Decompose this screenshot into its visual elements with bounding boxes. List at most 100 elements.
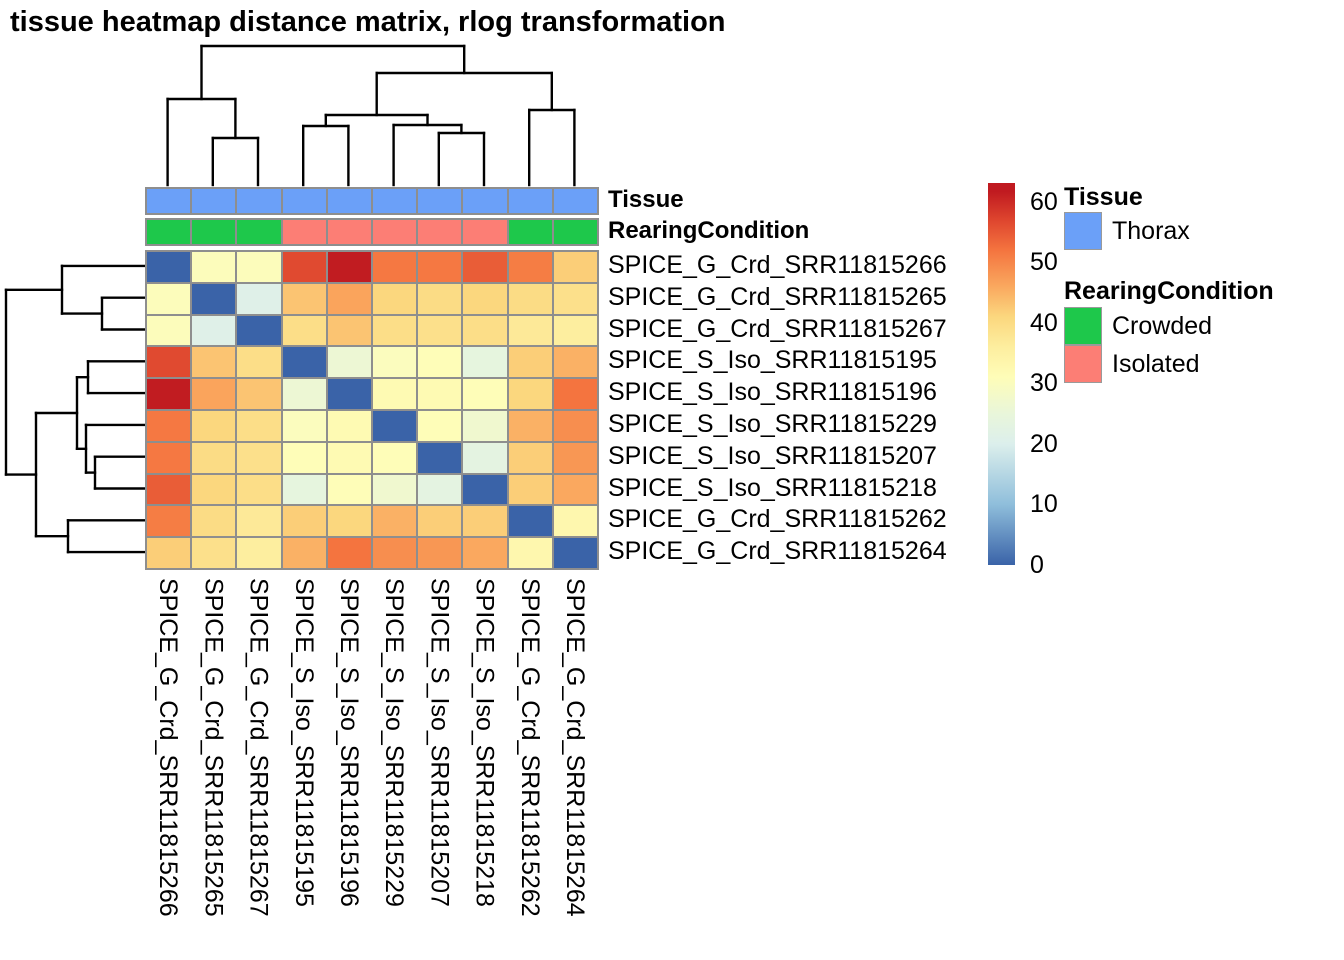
heatmap-cell — [462, 282, 508, 315]
heatmap-cell — [191, 473, 237, 506]
heatmap-cell — [281, 537, 327, 569]
rearingcondition-annotation-cell — [371, 219, 418, 245]
colorbar-tick-label: 30 — [1030, 369, 1058, 398]
heatmap-cell — [191, 346, 237, 379]
tissue-annotation-cell — [417, 188, 463, 214]
heatmap-cell — [552, 251, 598, 283]
heatmap-cell — [462, 505, 508, 538]
heatmap-cell — [552, 441, 598, 474]
heatmap-grid — [145, 250, 599, 570]
colorbar-tick-label: 10 — [1030, 490, 1058, 519]
heatmap-cell — [552, 505, 598, 538]
colorbar-tick-label: 60 — [1030, 187, 1058, 216]
legend-item-label: Isolated — [1112, 350, 1200, 378]
heatmap-cell — [462, 441, 508, 474]
heatmap-cell — [326, 537, 372, 569]
row-label: SPICE_G_Crd_SRR11815266 — [608, 251, 947, 279]
heatmap-cell — [326, 409, 372, 442]
heatmap-cell — [326, 314, 372, 347]
heatmap-cell — [236, 505, 282, 538]
heatmap-cell — [236, 314, 282, 347]
heatmap-cell — [417, 251, 463, 283]
heatmap-cell — [462, 378, 508, 410]
row-label: SPICE_S_Iso_SRR11815229 — [608, 410, 937, 438]
heatmap-cell — [191, 505, 237, 538]
heatmap-cell — [462, 251, 508, 283]
heatmap-cell — [462, 346, 508, 379]
tissue-annotation-bar — [145, 187, 599, 215]
heatmap-cell — [281, 473, 327, 506]
heatmap-cell — [281, 314, 327, 347]
heatmap-cell — [417, 441, 463, 474]
row-label: SPICE_S_Iso_SRR11815207 — [608, 441, 937, 470]
heatmap-cell — [236, 441, 282, 474]
heatmap-cell — [507, 409, 553, 442]
heatmap-cell — [191, 282, 237, 315]
legend-item-label: Crowded — [1112, 312, 1213, 340]
heatmap-cell — [191, 409, 237, 442]
heatmap-cell — [552, 537, 598, 569]
row-dendrogram — [4, 264, 147, 554]
heatmap-cell — [281, 505, 327, 538]
heatmap-cell — [507, 505, 553, 538]
column-dendrogram — [166, 44, 576, 187]
column-label: SPICE_S_Iso_SRR11815229 — [380, 578, 409, 907]
heatmap-cell — [326, 346, 372, 379]
heatmap-cell — [507, 537, 553, 569]
column-label: SPICE_S_Iso_SRR11815207 — [425, 578, 454, 907]
page-title: tissue heatmap distance matrix, rlog tra… — [10, 6, 726, 38]
heatmap-cell — [191, 314, 237, 347]
heatmap-cell — [236, 473, 282, 506]
heatmap-cell — [462, 537, 508, 569]
heatmap-cell — [146, 282, 192, 315]
heatmap-cell — [417, 346, 463, 379]
colorbar-tick-label: 50 — [1030, 248, 1058, 277]
heatmap-cell — [371, 441, 418, 474]
heatmap-cell — [236, 251, 282, 283]
rearingcondition-annotation-cell — [146, 219, 192, 245]
row-label: SPICE_G_Crd_SRR11815264 — [608, 537, 947, 566]
heatmap-cell — [281, 346, 327, 379]
heatmap-cell — [552, 473, 598, 506]
colorbar — [988, 183, 1015, 565]
legend-item-label: Thorax — [1112, 217, 1190, 245]
heatmap-cell — [371, 314, 418, 347]
heatmap-cell — [326, 441, 372, 474]
column-label: SPICE_G_Crd_SRR11815262 — [515, 578, 544, 917]
heatmap-cell — [326, 473, 372, 506]
column-label: SPICE_G_Crd_SRR11815264 — [560, 578, 589, 917]
heatmap-cell — [552, 346, 598, 379]
tissue-annotation-cell — [146, 188, 192, 214]
colorbar-tick-label: 0 — [1030, 551, 1044, 579]
column-label: SPICE_G_Crd_SRR11815266 — [154, 578, 183, 917]
rearingcondition-annotation-cell — [281, 219, 327, 245]
heatmap-cell — [236, 537, 282, 569]
heatmap-cell — [281, 441, 327, 474]
heatmap-cell — [326, 251, 372, 283]
heatmap-cell — [371, 409, 418, 442]
rearingcondition-annotation-cell — [507, 219, 553, 245]
heatmap-cell — [417, 473, 463, 506]
rearingcondition-annotation-cell — [326, 219, 372, 245]
colorbar-tick-label: 20 — [1030, 429, 1058, 458]
heatmap-cell — [507, 473, 553, 506]
legend-swatch — [1064, 307, 1102, 345]
heatmap-cell — [552, 378, 598, 410]
tissue-annotation-cell — [371, 188, 418, 214]
rearingcondition-annotation-cell — [417, 219, 463, 245]
rearingcondition-annotation-cell — [462, 219, 508, 245]
heatmap-cell — [191, 537, 237, 569]
heatmap-cell — [281, 282, 327, 315]
tissue-annotation-cell — [462, 188, 508, 214]
column-label: SPICE_S_Iso_SRR11815195 — [289, 578, 318, 907]
tissue-annotation-cell — [507, 188, 553, 214]
heatmap-cell — [371, 346, 418, 379]
legend-rearing-header: RearingCondition — [1064, 277, 1274, 305]
rearing-annotation-bar — [145, 218, 599, 246]
tissue-annotation-cell — [326, 188, 372, 214]
heatmap-cell — [326, 282, 372, 315]
heatmap-cell — [417, 378, 463, 410]
rearingcondition-annotation-cell — [552, 219, 598, 245]
heatmap-cell — [236, 378, 282, 410]
